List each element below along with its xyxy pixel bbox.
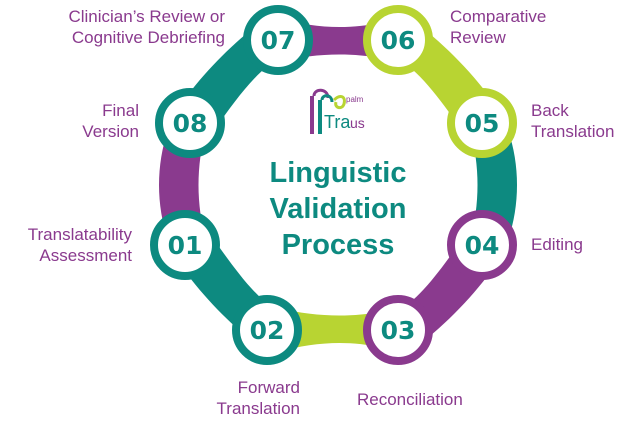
step-circle-08: 08 xyxy=(155,88,225,158)
step-circle-05: 05 xyxy=(447,88,517,158)
logo-small-text: palm xyxy=(346,95,364,104)
logo-suffix-text: us xyxy=(350,115,365,131)
step-circle-03: 03 xyxy=(363,295,433,365)
step-number-08: 08 xyxy=(173,109,208,138)
logo-main-text: Tra xyxy=(324,112,351,132)
step-number-04: 04 xyxy=(465,231,500,260)
step-number-02: 02 xyxy=(250,316,285,345)
step-number-03: 03 xyxy=(381,316,416,345)
step-label-01-line-2: Assessment xyxy=(39,246,132,265)
step-circle-06: 06 xyxy=(363,5,433,75)
step-label-06-line-1: Comparative xyxy=(450,7,547,26)
step-label-04-line-1: Editing xyxy=(531,235,583,254)
step-number-05: 05 xyxy=(465,109,500,138)
step-label-07: Clinician’s Review or Cognitive Debriefi… xyxy=(68,6,225,48)
step-number-07: 07 xyxy=(261,26,296,55)
palm-tree-logo-icon: palm Tra us xyxy=(310,88,365,134)
step-label-03: Reconciliation xyxy=(357,389,463,410)
center-circle xyxy=(216,63,460,307)
center-line-1: Linguistic xyxy=(270,157,407,189)
step-number-01: 01 xyxy=(168,231,203,260)
step-label-08-line-1: Final xyxy=(102,101,139,120)
step-label-03-line-1: Reconciliation xyxy=(357,390,463,409)
step-label-06: Comparative Review xyxy=(450,6,546,48)
step-number-06: 06 xyxy=(381,26,416,55)
step-label-02: Forward Translation xyxy=(217,377,300,419)
center-line-2: Validation xyxy=(270,193,407,225)
step-label-02-line-2: Translation xyxy=(216,399,300,418)
step-label-05-line-1: Back xyxy=(531,101,569,120)
step-label-06-line-2: Review xyxy=(450,28,506,47)
step-circle-04: 04 xyxy=(447,210,517,280)
step-label-02-line-1: Forward xyxy=(237,378,300,397)
step-circle-07: 07 xyxy=(243,5,313,75)
step-label-07-line-1: Clinician’s Review or xyxy=(68,7,225,26)
step-label-05-line-2: Translation xyxy=(531,122,615,141)
step-circle-02: 02 xyxy=(232,295,302,365)
step-label-07-line-2: Cognitive Debriefing xyxy=(71,28,225,47)
step-label-01-line-1: Translatability xyxy=(27,225,132,244)
step-label-04: Editing xyxy=(531,234,583,255)
step-label-08-line-2: Version xyxy=(82,122,139,141)
center-line-3: Process xyxy=(282,229,395,261)
step-label-08: Final Version xyxy=(82,100,139,142)
step-label-05: Back Translation xyxy=(531,100,614,142)
step-circle-01: 01 xyxy=(150,210,220,280)
step-label-01: Translatability Assessment xyxy=(28,224,132,266)
